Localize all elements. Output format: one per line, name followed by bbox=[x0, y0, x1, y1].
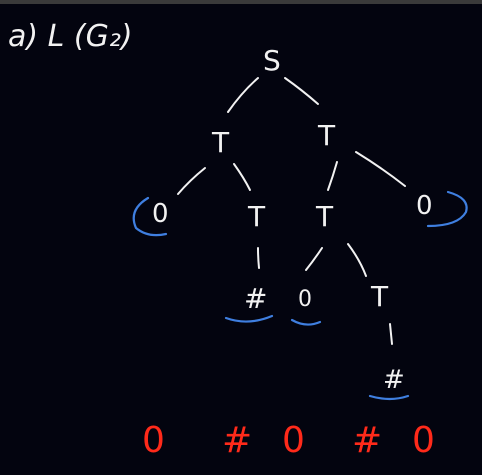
edge-deepT-hash bbox=[389, 323, 393, 345]
node-deep-T: T bbox=[370, 280, 389, 313]
edge-rt-zero bbox=[355, 151, 406, 187]
node-right-mid-T: T bbox=[315, 200, 334, 233]
node-right-T: T bbox=[317, 119, 336, 152]
edge-rmidT-zero bbox=[305, 247, 323, 271]
yield-string: 0 # 0 # 0 bbox=[142, 420, 435, 461]
edge-rt-midT bbox=[327, 161, 338, 191]
edge-s-right bbox=[284, 77, 319, 105]
yield-symbol-5: 0 bbox=[412, 420, 435, 461]
top-border bbox=[0, 0, 482, 4]
right-zero-circle bbox=[426, 190, 468, 228]
edge-s-left bbox=[227, 77, 259, 113]
heading-text: a) L (G₂) bbox=[8, 19, 133, 54]
left-zero-circle bbox=[132, 196, 168, 237]
node-left-zero: 0 bbox=[152, 199, 169, 229]
node-hash-1: # bbox=[244, 282, 267, 315]
node-mid-zero: 0 bbox=[298, 287, 312, 312]
yield-symbol-2: # bbox=[222, 420, 252, 461]
node-left-mid-T: T bbox=[247, 200, 266, 233]
node-right-zero: 0 bbox=[416, 191, 433, 221]
edge-rmidT-deepT bbox=[347, 243, 367, 277]
yield-symbol-1: 0 bbox=[142, 420, 165, 461]
edge-t-midT bbox=[233, 163, 251, 191]
leaf-marks bbox=[132, 190, 468, 401]
yield-symbol-3: 0 bbox=[282, 420, 305, 461]
mid-zero-underline bbox=[290, 318, 322, 326]
yield-symbol-4: # bbox=[352, 420, 382, 461]
node-left-T: T bbox=[211, 126, 230, 159]
hash-1-underline bbox=[224, 314, 274, 323]
edge-midT-hash bbox=[257, 247, 260, 269]
hash-2-underline bbox=[368, 394, 410, 401]
node-hash-2: # bbox=[383, 365, 405, 395]
edge-t-zero bbox=[177, 167, 206, 195]
tree-edges bbox=[177, 77, 406, 345]
node-root: S bbox=[263, 44, 281, 77]
